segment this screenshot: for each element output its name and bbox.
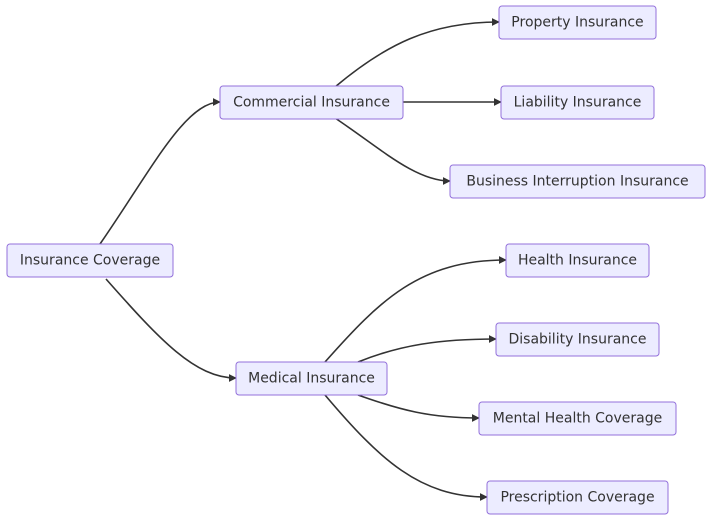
node-label: Insurance Coverage xyxy=(20,253,160,269)
node-label: Health Insurance xyxy=(518,253,637,269)
edges xyxy=(99,18,507,501)
edge-medical-health xyxy=(324,256,507,363)
node-label: Business Interruption Insurance xyxy=(466,174,688,190)
node-label: Medical Insurance xyxy=(248,371,375,387)
node-mental-health-coverage: Mental Health Coverage xyxy=(478,401,677,436)
edge-medical-mental-health xyxy=(357,394,480,422)
node-liability-insurance: Liability Insurance xyxy=(500,85,655,120)
edge-commercial-property xyxy=(334,18,500,88)
node-insurance-coverage: Insurance Coverage xyxy=(6,243,174,278)
edge-root-commercial xyxy=(99,98,221,245)
edge-commercial-business-interruption xyxy=(334,117,451,185)
edge-medical-prescription xyxy=(324,394,488,501)
node-business-interruption-insurance: Business Interruption Insurance xyxy=(449,164,706,199)
node-property-insurance: Property Insurance xyxy=(498,5,657,40)
node-prescription-coverage: Prescription Coverage xyxy=(486,480,669,515)
node-disability-insurance: Disability Insurance xyxy=(495,322,660,357)
node-health-insurance: Health Insurance xyxy=(505,243,650,278)
node-label: Commercial Insurance xyxy=(233,95,390,111)
edge-medical-disability xyxy=(357,335,497,363)
node-commercial-insurance: Commercial Insurance xyxy=(219,85,404,120)
edge-root-medical xyxy=(105,278,237,382)
node-label: Prescription Coverage xyxy=(500,490,654,506)
node-label: Disability Insurance xyxy=(508,332,646,348)
node-label: Property Insurance xyxy=(511,15,643,31)
node-label: Mental Health Coverage xyxy=(493,411,662,427)
node-label: Liability Insurance xyxy=(514,95,642,111)
node-medical-insurance: Medical Insurance xyxy=(235,361,388,396)
